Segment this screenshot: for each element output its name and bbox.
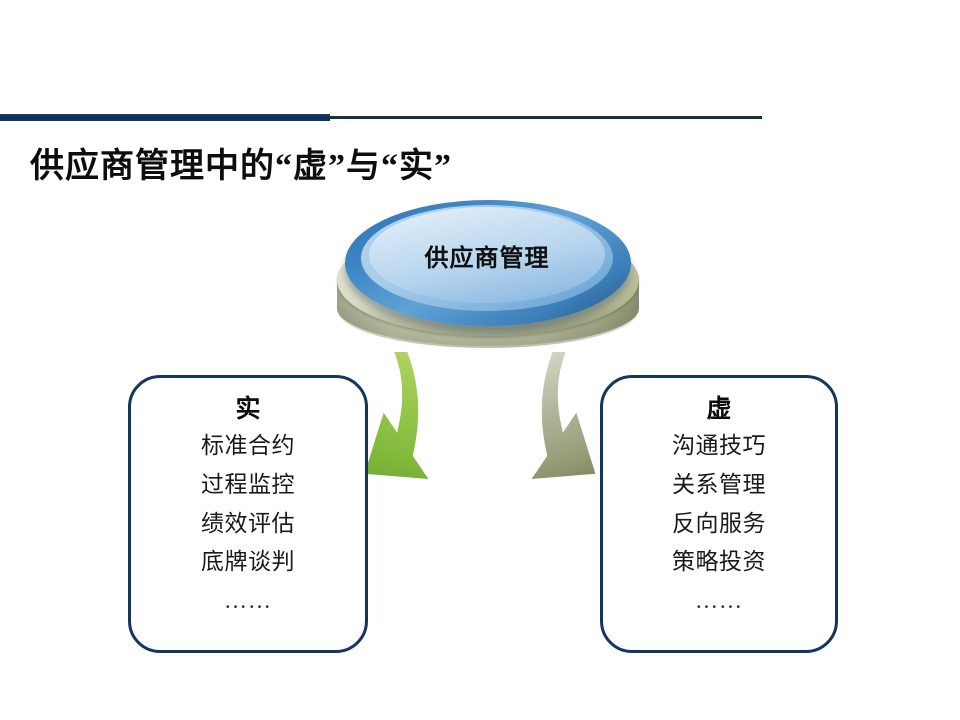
info-box-left-item-5: …… (224, 587, 272, 613)
info-box-right-item-5: …… (695, 587, 743, 613)
info-box-right-item-3: 反向服务 (672, 510, 766, 536)
info-box-right-title: 虚 (706, 396, 732, 423)
center-node-disc: 供应商管理 (333, 196, 643, 361)
header-rule-thick (0, 114, 330, 121)
info-box-left-item-3: 绩效评估 (201, 510, 295, 536)
header-rule-thin (330, 116, 762, 119)
info-box-left[interactable]: 实 标准合约 过程监控 绩效评估 底牌谈判 …… (128, 375, 368, 653)
info-box-left-content: 实 标准合约 过程监控 绩效评估 底牌谈判 …… (131, 378, 365, 620)
info-box-right-content: 虚 沟通技巧 关系管理 反向服务 策略投资 …… (603, 378, 835, 620)
info-box-left-item-2: 过程监控 (201, 471, 295, 497)
center-node-label: 供应商管理 (424, 245, 550, 272)
arrow-to-left-box-icon (364, 341, 429, 479)
info-box-left-title: 实 (235, 396, 261, 423)
info-box-right-item-4: 策略投资 (672, 549, 766, 575)
info-box-left-item-4: 底牌谈判 (201, 549, 295, 575)
info-box-right-item-1: 沟通技巧 (672, 433, 766, 459)
arrow-to-right-box-wrapper (492, 341, 624, 497)
disc-top-face (369, 207, 605, 303)
arrow-to-right-box-icon (531, 341, 596, 479)
info-box-left-item-1: 标准合约 (201, 433, 295, 459)
arrow-to-left-box-wrapper (336, 341, 468, 497)
info-box-right-item-2: 关系管理 (672, 471, 766, 497)
page-title: 供应商管理中的“虚”与“实” (30, 148, 452, 185)
info-box-right[interactable]: 虚 沟通技巧 关系管理 反向服务 策略投资 …… (600, 375, 838, 653)
